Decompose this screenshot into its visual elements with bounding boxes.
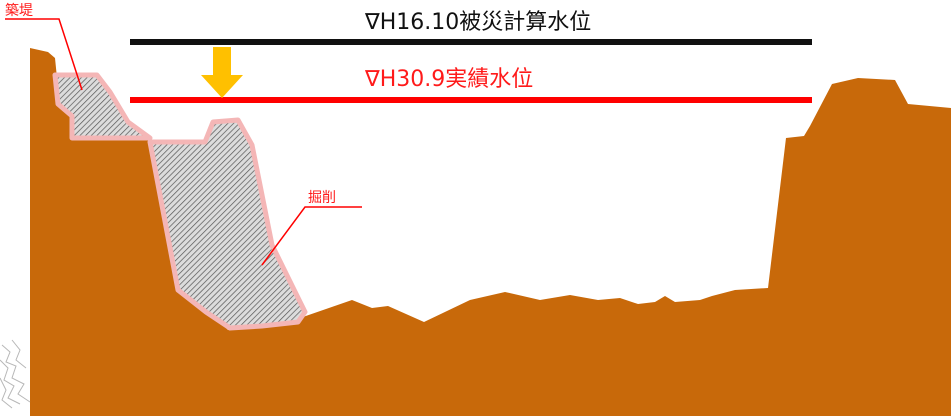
levee-label: 築堤 [5, 3, 33, 19]
ground-profile [30, 48, 951, 416]
excavation-hatch-area [147, 117, 308, 331]
down-arrow-icon [201, 47, 243, 98]
excavation-label: 掘削 [308, 190, 336, 206]
excavation-leader-line [261, 206, 362, 266]
levee-hatch-area [52, 72, 153, 141]
h16-water-level-label: ∇H16.10被災計算水位 [364, 10, 591, 35]
h30-water-level-label: ∇H30.9実績水位 [364, 67, 533, 92]
levee-leader-line [5, 18, 83, 91]
rock-texture-decoration [0, 339, 31, 409]
